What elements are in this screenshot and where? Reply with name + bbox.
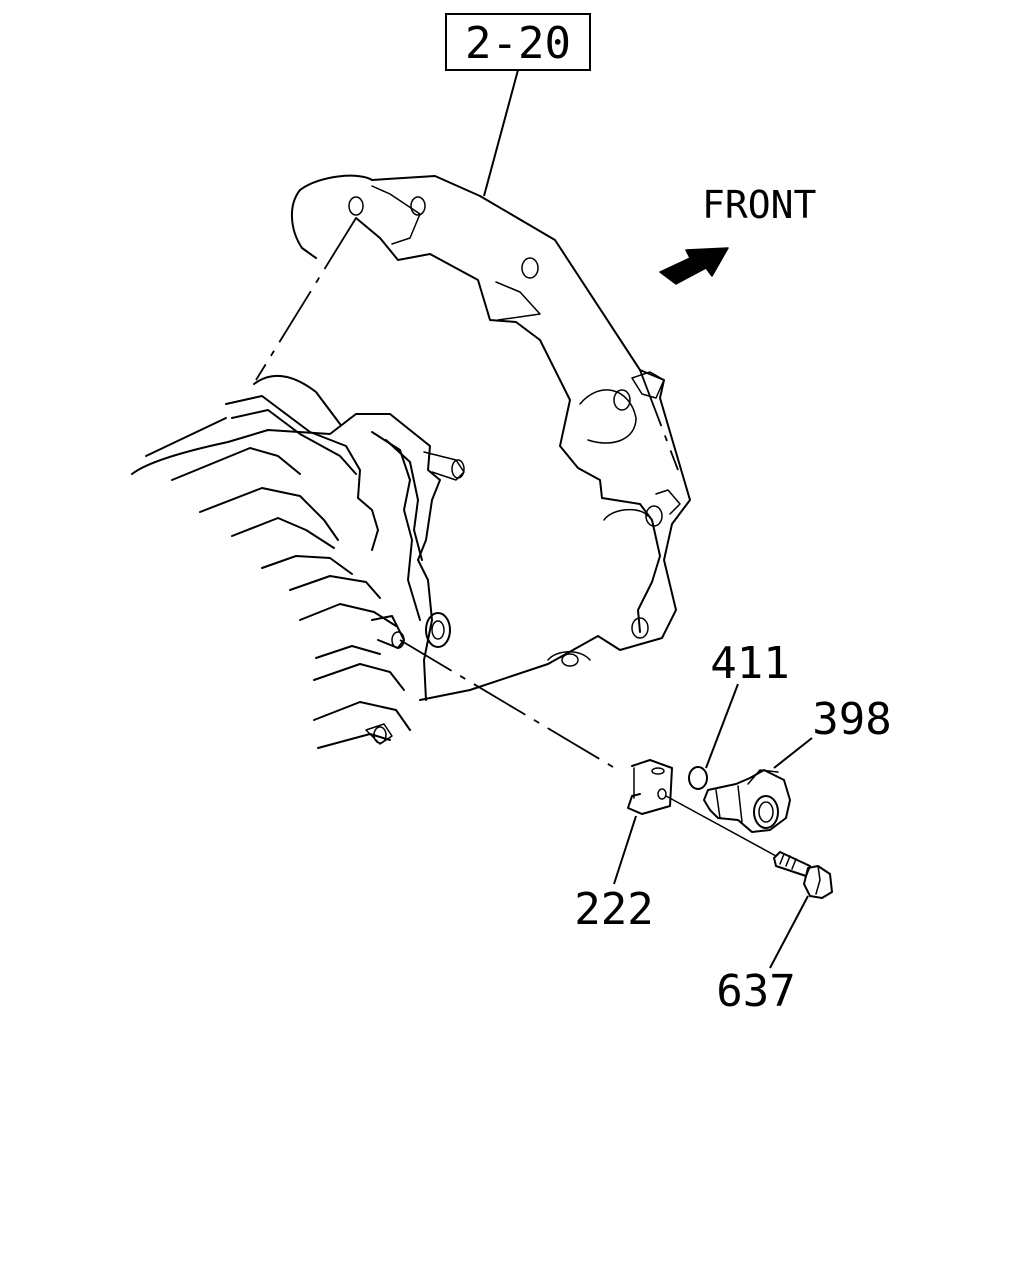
callout-411[interactable]: 411: [710, 638, 789, 689]
reference-box-label: 2-20: [465, 18, 571, 69]
o-ring-part-411[interactable]: [688, 766, 708, 790]
callout-637[interactable]: 637: [716, 966, 795, 1017]
bolt-axis-line: [665, 795, 777, 857]
reference-box[interactable]: 2-20: [445, 13, 591, 71]
phantom-line-housing: [255, 217, 357, 381]
front-arrow-icon: [659, 247, 729, 285]
front-label: FRONT: [702, 183, 816, 227]
phantom-line-bracket: [399, 639, 619, 771]
reference-leader-line: [483, 69, 519, 197]
sensor-part-398[interactable]: [703, 769, 791, 833]
bracket-part-222[interactable]: [627, 759, 673, 815]
leader-411: [705, 683, 739, 769]
callout-222[interactable]: 222: [574, 884, 653, 935]
transmission-housing: [131, 174, 691, 749]
phantom-line-flange: [639, 369, 679, 471]
callout-398[interactable]: 398: [812, 694, 891, 745]
bolt-part-637[interactable]: [773, 851, 833, 899]
leader-398: [773, 737, 813, 769]
leader-222: [613, 815, 637, 885]
leader-637: [769, 895, 809, 969]
